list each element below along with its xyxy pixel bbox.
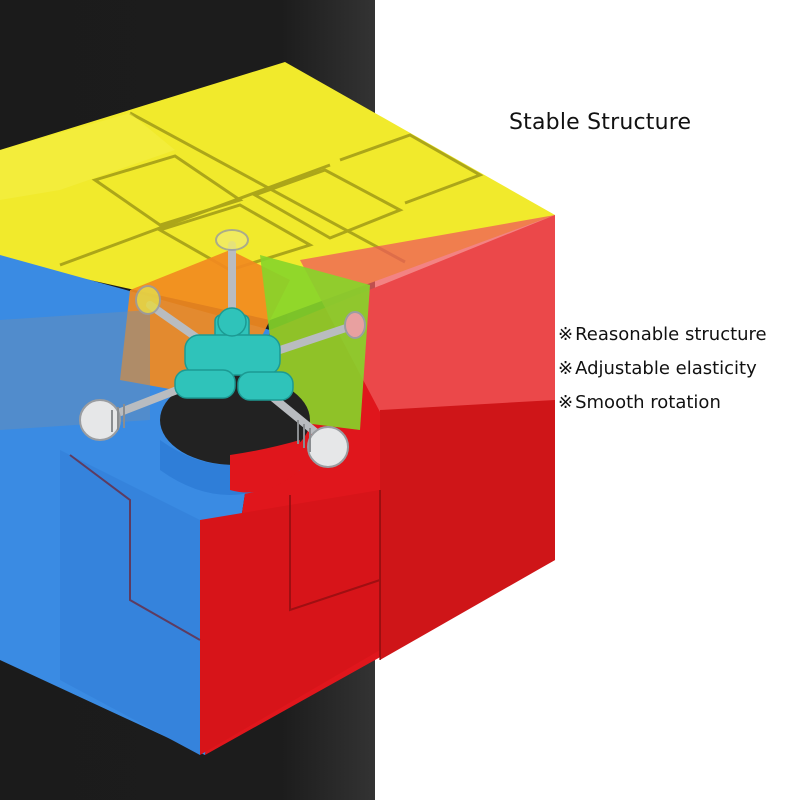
heading-stable-structure: Stable Structure <box>509 110 692 135</box>
feature-label: Reasonable structure <box>575 324 767 345</box>
feature-item: ※ Reasonable structure <box>558 318 767 352</box>
screw-heads <box>79 229 366 468</box>
reference-mark-icon: ※ <box>558 324 574 345</box>
feature-label: Smooth rotation <box>575 392 721 413</box>
feature-item: ※ Adjustable elasticity <box>558 352 767 386</box>
reference-mark-icon: ※ <box>558 392 574 413</box>
cube-core <box>174 307 294 401</box>
feature-item: ※ Smooth rotation <box>558 386 767 420</box>
feature-label: Adjustable elasticity <box>575 358 757 379</box>
reference-mark-icon: ※ <box>558 358 574 379</box>
feature-list: ※ Reasonable structure ※ Adjustable elas… <box>558 318 767 420</box>
